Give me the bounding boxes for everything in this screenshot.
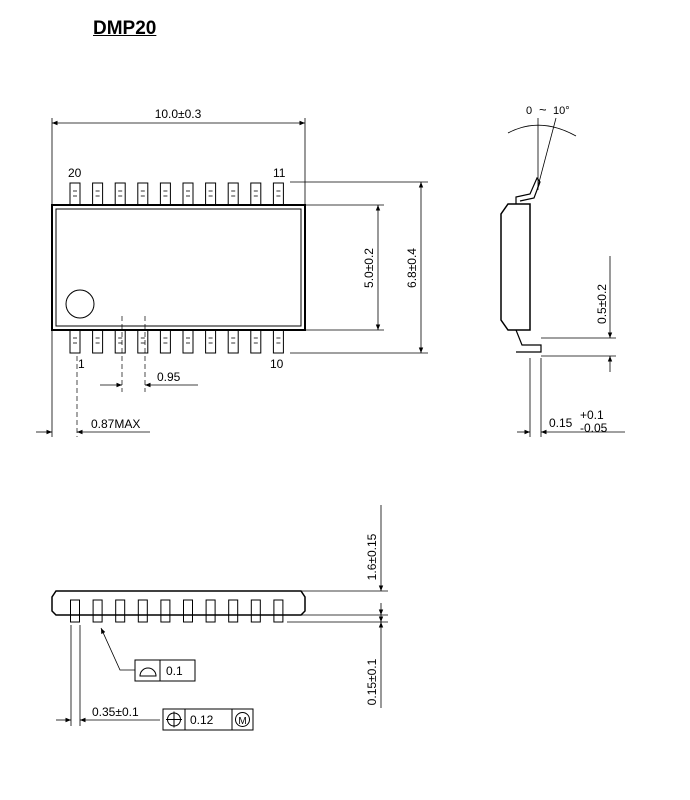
top-view-lower-pins [69,329,284,354]
top-view [36,118,428,437]
top-lower-pin [182,329,194,354]
package-title: DMP20 [93,18,157,39]
front-view [51,505,388,731]
dim-end-max: 0.87MAX [91,417,140,431]
pin-label-1: 1 [78,357,85,371]
top-upper-pin [250,182,262,206]
flatness-frame [134,659,196,682]
front-lead [183,599,193,623]
dim-pitch: 0.95 [157,370,181,384]
top-upper-pin [272,182,284,206]
angle-min: 0 [526,105,532,117]
pin-label-20: 20 [68,166,82,180]
top-upper-pin [227,182,239,206]
top-upper-pin [92,182,104,206]
dim-standoff: 0.15±0.1 [365,658,379,705]
flatness-symbol-icon [139,667,157,677]
top-lower-pin [227,329,239,354]
top-lower-pin [69,329,81,354]
top-upper-pin [137,182,149,206]
side-view-upper-lead [515,176,541,204]
top-lower-pin [92,329,104,354]
top-upper-pin [205,182,217,206]
front-view-leads [70,599,284,623]
angle-arc [507,124,577,137]
pin1-index-mark [65,289,95,319]
dim-lead-length: 0.5±0.2 [595,284,609,324]
dim-body-length: 10.0±0.3 [155,107,202,121]
mmc-symbol: M [238,716,246,727]
side-view [500,117,625,437]
top-view-upper-pins [69,182,284,206]
front-lead [205,599,216,623]
front-lead [137,599,148,623]
top-view-body-inner [55,208,302,327]
angle-max: 10° [553,105,570,117]
front-lead [160,599,171,623]
dim-thickness-tol-plus: +0.1 [580,408,604,422]
mmc-circle-icon [235,712,250,727]
top-lower-pin [159,329,171,354]
front-lead [250,599,261,623]
pin-label-10: 10 [270,357,284,371]
dim-thickness-base: 0.15 [549,416,573,430]
position-tolerance-frame [162,708,254,731]
dim-thickness-tol-minus: -0.05 [580,421,608,435]
front-lead [115,599,126,623]
dim-height: 1.6±0.15 [365,533,379,580]
top-upper-pin [182,182,194,206]
front-view-body [51,590,306,616]
top-lower-pin [250,329,262,354]
front-lead [273,599,284,623]
flatness-value: 0.1 [166,664,183,678]
top-upper-pin [159,182,171,206]
dim-body-width: 5.0±0.2 [362,248,376,288]
front-lead [70,599,80,623]
flatness-leader [100,627,135,671]
top-lower-pin [137,329,149,354]
front-lead [92,599,103,623]
top-lower-pin [205,329,217,354]
side-view-body [500,203,531,331]
top-upper-pin [69,182,81,206]
top-view-body [51,204,306,331]
dim-overall-width: 6.8±0.4 [405,248,419,288]
side-view-lower-lead [515,329,542,353]
top-upper-pin [114,182,126,206]
angle-tilde: ~ [539,102,547,117]
pin-label-11: 11 [273,166,286,180]
dim-lead-width: 0.35±0.1 [92,705,139,719]
top-lower-pin [114,329,126,354]
position-symbol-icon [166,711,182,728]
top-lower-pin [272,329,284,354]
front-lead [228,599,239,623]
position-tolerance-value: 0.12 [190,713,214,727]
